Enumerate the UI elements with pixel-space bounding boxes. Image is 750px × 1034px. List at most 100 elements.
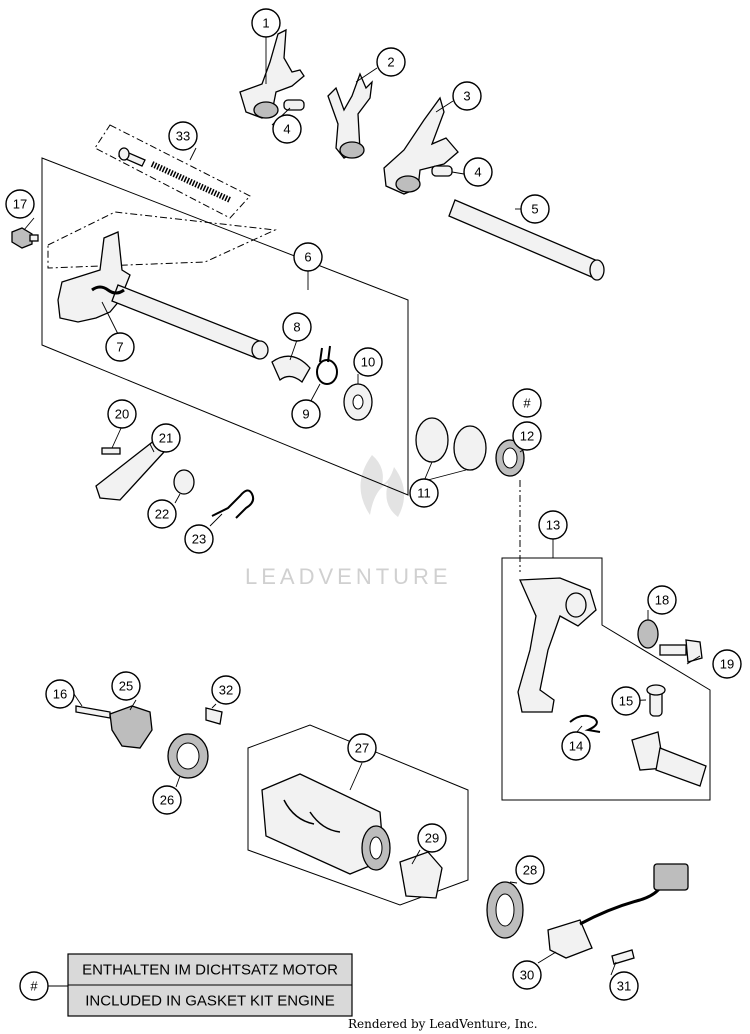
screw-plug-17: [11, 227, 39, 249]
seal-ring-26: [167, 733, 209, 779]
shift-fork-3: [383, 96, 459, 195]
callout-30: 30: [512, 960, 542, 990]
callout-label: 18: [655, 593, 669, 608]
gear-18: [637, 619, 659, 649]
callout-label: 3: [463, 89, 470, 104]
watermark-text: LEADVENTURE: [245, 564, 452, 589]
callout-label: 20: [115, 407, 129, 422]
callout-label: 16: [53, 687, 67, 702]
callout-label: 5: [531, 202, 538, 217]
callout-label: 4: [474, 165, 481, 180]
callout-label: 29: [425, 831, 439, 846]
callout-label: 31: [617, 979, 631, 994]
callout-22: 22: [147, 499, 177, 529]
shift-pawl-8: [271, 355, 311, 383]
bolt-16: [75, 705, 111, 719]
callout-20: 20: [107, 399, 137, 429]
callout-hash: #: [512, 388, 542, 418]
callout-33: 33: [168, 121, 198, 151]
bolt-20: [101, 447, 121, 455]
callout-31: 31: [609, 971, 639, 1001]
spring-9: [316, 345, 338, 385]
callout-label: 19: [720, 657, 734, 672]
callout-label: 11: [417, 486, 431, 501]
shaft-kit-dashed-box: [47, 211, 277, 269]
callout-label: 26: [160, 793, 174, 808]
callout-label: 8: [293, 320, 300, 335]
shift-drum-group-box: [247, 724, 469, 906]
callout-19: 19: [712, 649, 742, 679]
callout-8: 8: [282, 312, 312, 342]
guide-pin-lower: [431, 165, 453, 177]
legend-line-en: INCLUDED IN GASKET KIT ENGINE: [85, 993, 335, 1010]
callout-9: 9: [291, 399, 321, 429]
callout-16: 16: [45, 679, 75, 709]
seal-28: [486, 881, 524, 939]
shift-star-25: [109, 705, 153, 749]
callout-label: 2: [387, 55, 394, 70]
shift-lever-13: [517, 577, 597, 713]
gear-sensor-30: [547, 863, 689, 959]
shift-lever-group-box: [501, 557, 711, 801]
callout-15: 15: [611, 686, 641, 716]
callout-label: 4: [283, 122, 290, 137]
shift-shaft: [57, 231, 269, 360]
callout-label: 33: [176, 129, 190, 144]
spring-kit-dashed-box: [94, 124, 251, 219]
callout-label: 15: [619, 694, 633, 709]
callout-27: 27: [347, 733, 377, 763]
screw-32: [205, 707, 223, 725]
callout-5: 5: [520, 194, 550, 224]
callout-label: 27: [355, 741, 369, 756]
callout-label: 25: [119, 679, 133, 694]
callout-18: 18: [647, 585, 677, 615]
callout-label: 28: [523, 863, 537, 878]
callout-6: 6: [293, 242, 323, 272]
callout-25: 25: [111, 671, 141, 701]
guide-pin-upper: [283, 99, 305, 111]
shift-fork-1: [239, 28, 305, 119]
spring-with-pin: [118, 147, 232, 203]
callout-4-lower: 4: [463, 157, 493, 187]
callout-21: 21: [151, 423, 181, 453]
callout-label: 22: [155, 507, 169, 522]
bolt-19: [659, 639, 703, 663]
bearing-29: [399, 851, 443, 899]
callout-label: 6: [304, 250, 311, 265]
callout-10: 10: [353, 347, 383, 377]
callout-label: 12: [520, 429, 534, 444]
callout-label: 23: [192, 532, 206, 547]
callout-17: 17: [5, 189, 35, 219]
callout-label: #: [523, 396, 531, 411]
legend-hash-circle: #: [19, 971, 49, 1001]
legend-hash-label: #: [30, 979, 38, 994]
fork-shaft: [448, 199, 605, 281]
callout-23: 23: [184, 524, 214, 554]
render-credit: Rendered by LeadVenture, Inc.: [348, 1017, 538, 1031]
callout-29: 29: [417, 823, 447, 853]
callout-32: 32: [211, 675, 241, 705]
leader-lines: [23, 37, 701, 976]
shaft-seal-12: [495, 439, 525, 477]
callout-26: 26: [152, 785, 182, 815]
shift-drum-27: [261, 773, 391, 875]
callout-label: 14: [569, 739, 583, 754]
callout-label: 21: [159, 431, 173, 446]
legend-line-de: ENTHALTEN IM DICHTSATZ MOTOR: [82, 962, 338, 979]
callout-label: 1: [262, 16, 269, 31]
callout-label: 32: [219, 683, 233, 698]
callout-3: 3: [452, 81, 482, 111]
bushing-22: [173, 469, 195, 495]
spring-14: [569, 714, 601, 733]
callout-12: 12: [512, 421, 542, 451]
leadventure-watermark: LEADVENTURE: [245, 455, 452, 589]
callout-1: 1: [251, 8, 281, 38]
footrest-15-block: [631, 731, 707, 787]
callout-label: 13: [546, 518, 560, 533]
callout-4-upper: 4: [272, 114, 302, 144]
callout-2: 2: [376, 47, 406, 77]
callout-label: 17: [13, 197, 27, 212]
callout-label: 30: [520, 968, 534, 983]
pin-15: [646, 684, 666, 717]
